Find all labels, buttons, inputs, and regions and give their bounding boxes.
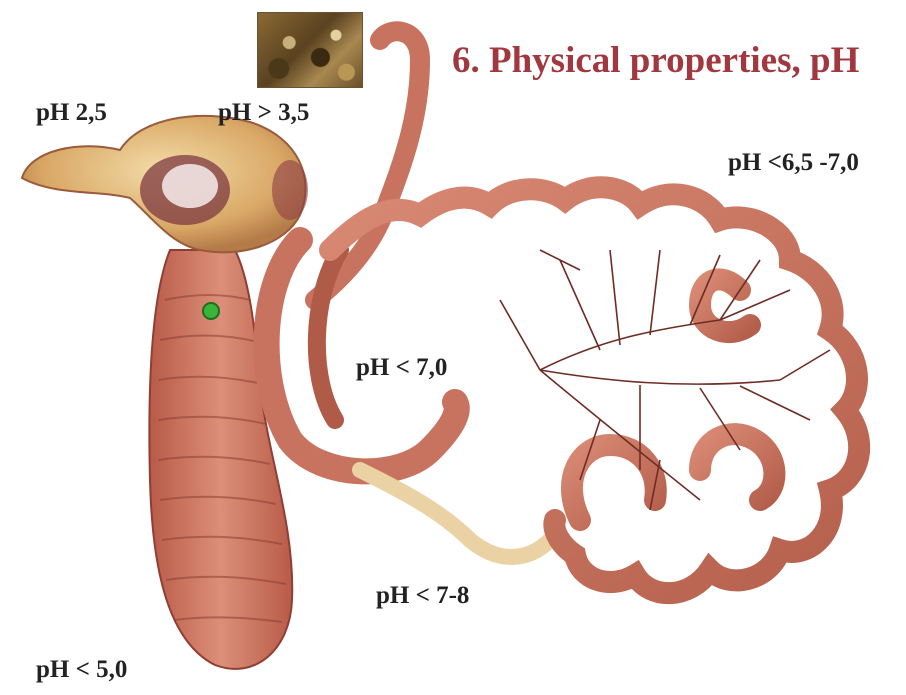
label-stomach-body: pH > 3,5: [218, 100, 309, 125]
label-rumen: pH < 5,0: [36, 657, 127, 682]
diagram-title: 6. Physical properties, pH: [452, 42, 859, 79]
label-jejunum: pH <6,5 -7,0: [728, 150, 859, 175]
label-stomach-fundus: pH 2,5: [36, 100, 107, 125]
green-dot-marker-icon: [203, 303, 219, 319]
small-intestine-coils: [330, 187, 859, 593]
ileum-connector: [360, 470, 550, 557]
tissue-photo-thumbnail: [257, 12, 363, 88]
stomach-organ: [22, 116, 308, 252]
label-duodenum: pH < 7,0: [356, 355, 447, 380]
label-ileum: pH < 7-8: [376, 583, 469, 608]
